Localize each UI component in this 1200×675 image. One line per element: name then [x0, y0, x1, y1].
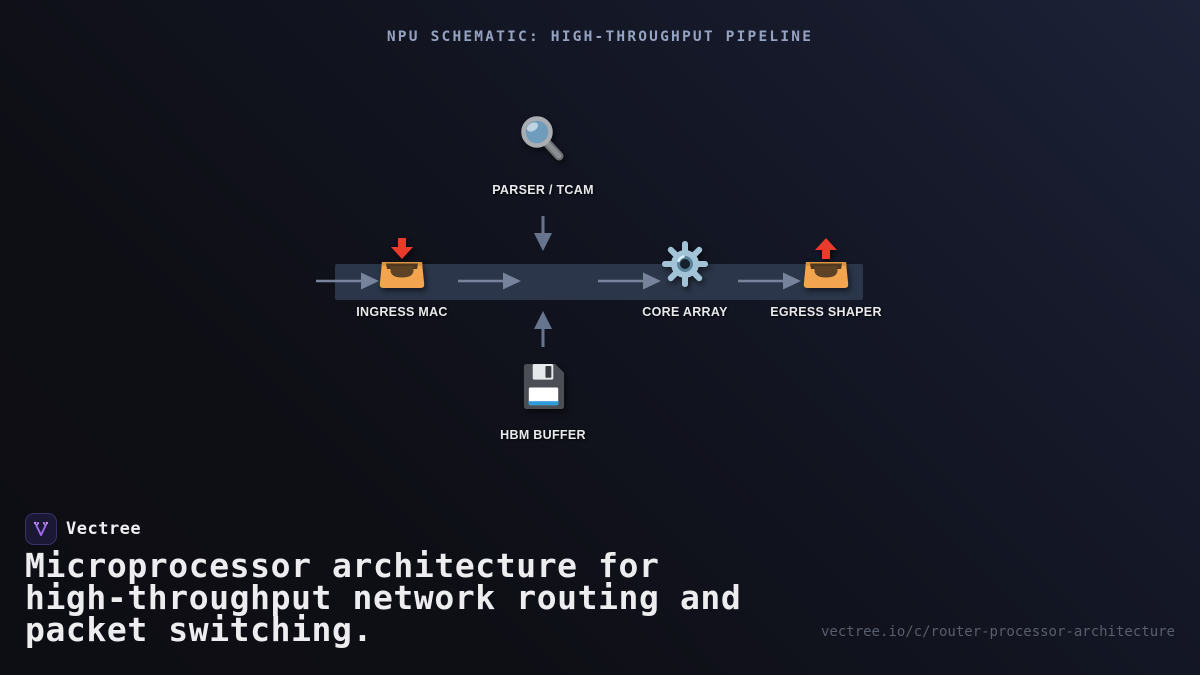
inbox-tray-icon: [379, 238, 425, 288]
vectree-logo: [25, 513, 57, 545]
flow-arrow-right-3: [598, 272, 661, 290]
arrow-down-parser-to-bus: [534, 216, 552, 251]
flow-arrow-right-1: [316, 272, 379, 290]
arrow-up-hbm-to-bus: [534, 311, 552, 347]
diagram-title: NPU SCHEMATIC: HIGH-THROUGHPUT PIPELINE: [386, 29, 814, 45]
headline: Microprocessor architecture for high-thr…: [25, 546, 845, 649]
headline-line-2: high-throughput network routing and: [25, 578, 742, 617]
flow-arrow-right-4: [738, 272, 801, 290]
headline-line-1: Microprocessor architecture for: [25, 546, 660, 585]
brand-name: Vectree: [66, 519, 142, 539]
outbox-tray-icon: [803, 238, 849, 288]
node-label-ingress: INGRESS MAC: [356, 305, 448, 319]
footer-url: vectree.io/c/router-processor-architectu…: [820, 624, 1175, 640]
node-label-core: CORE ARRAY: [642, 305, 728, 319]
node-label-parser: PARSER / TCAM: [492, 183, 594, 197]
magnifying-glass-icon: [521, 116, 564, 161]
gear-icon: [662, 241, 708, 287]
headline-line-3: packet switching.: [25, 610, 373, 649]
floppy-disk-icon: [523, 363, 565, 410]
vectree-branch-icon: [33, 521, 49, 537]
node-label-egress: EGRESS SHAPER: [770, 305, 882, 319]
flow-arrow-right-2: [458, 272, 521, 290]
node-label-hbm: HBM BUFFER: [500, 428, 586, 442]
